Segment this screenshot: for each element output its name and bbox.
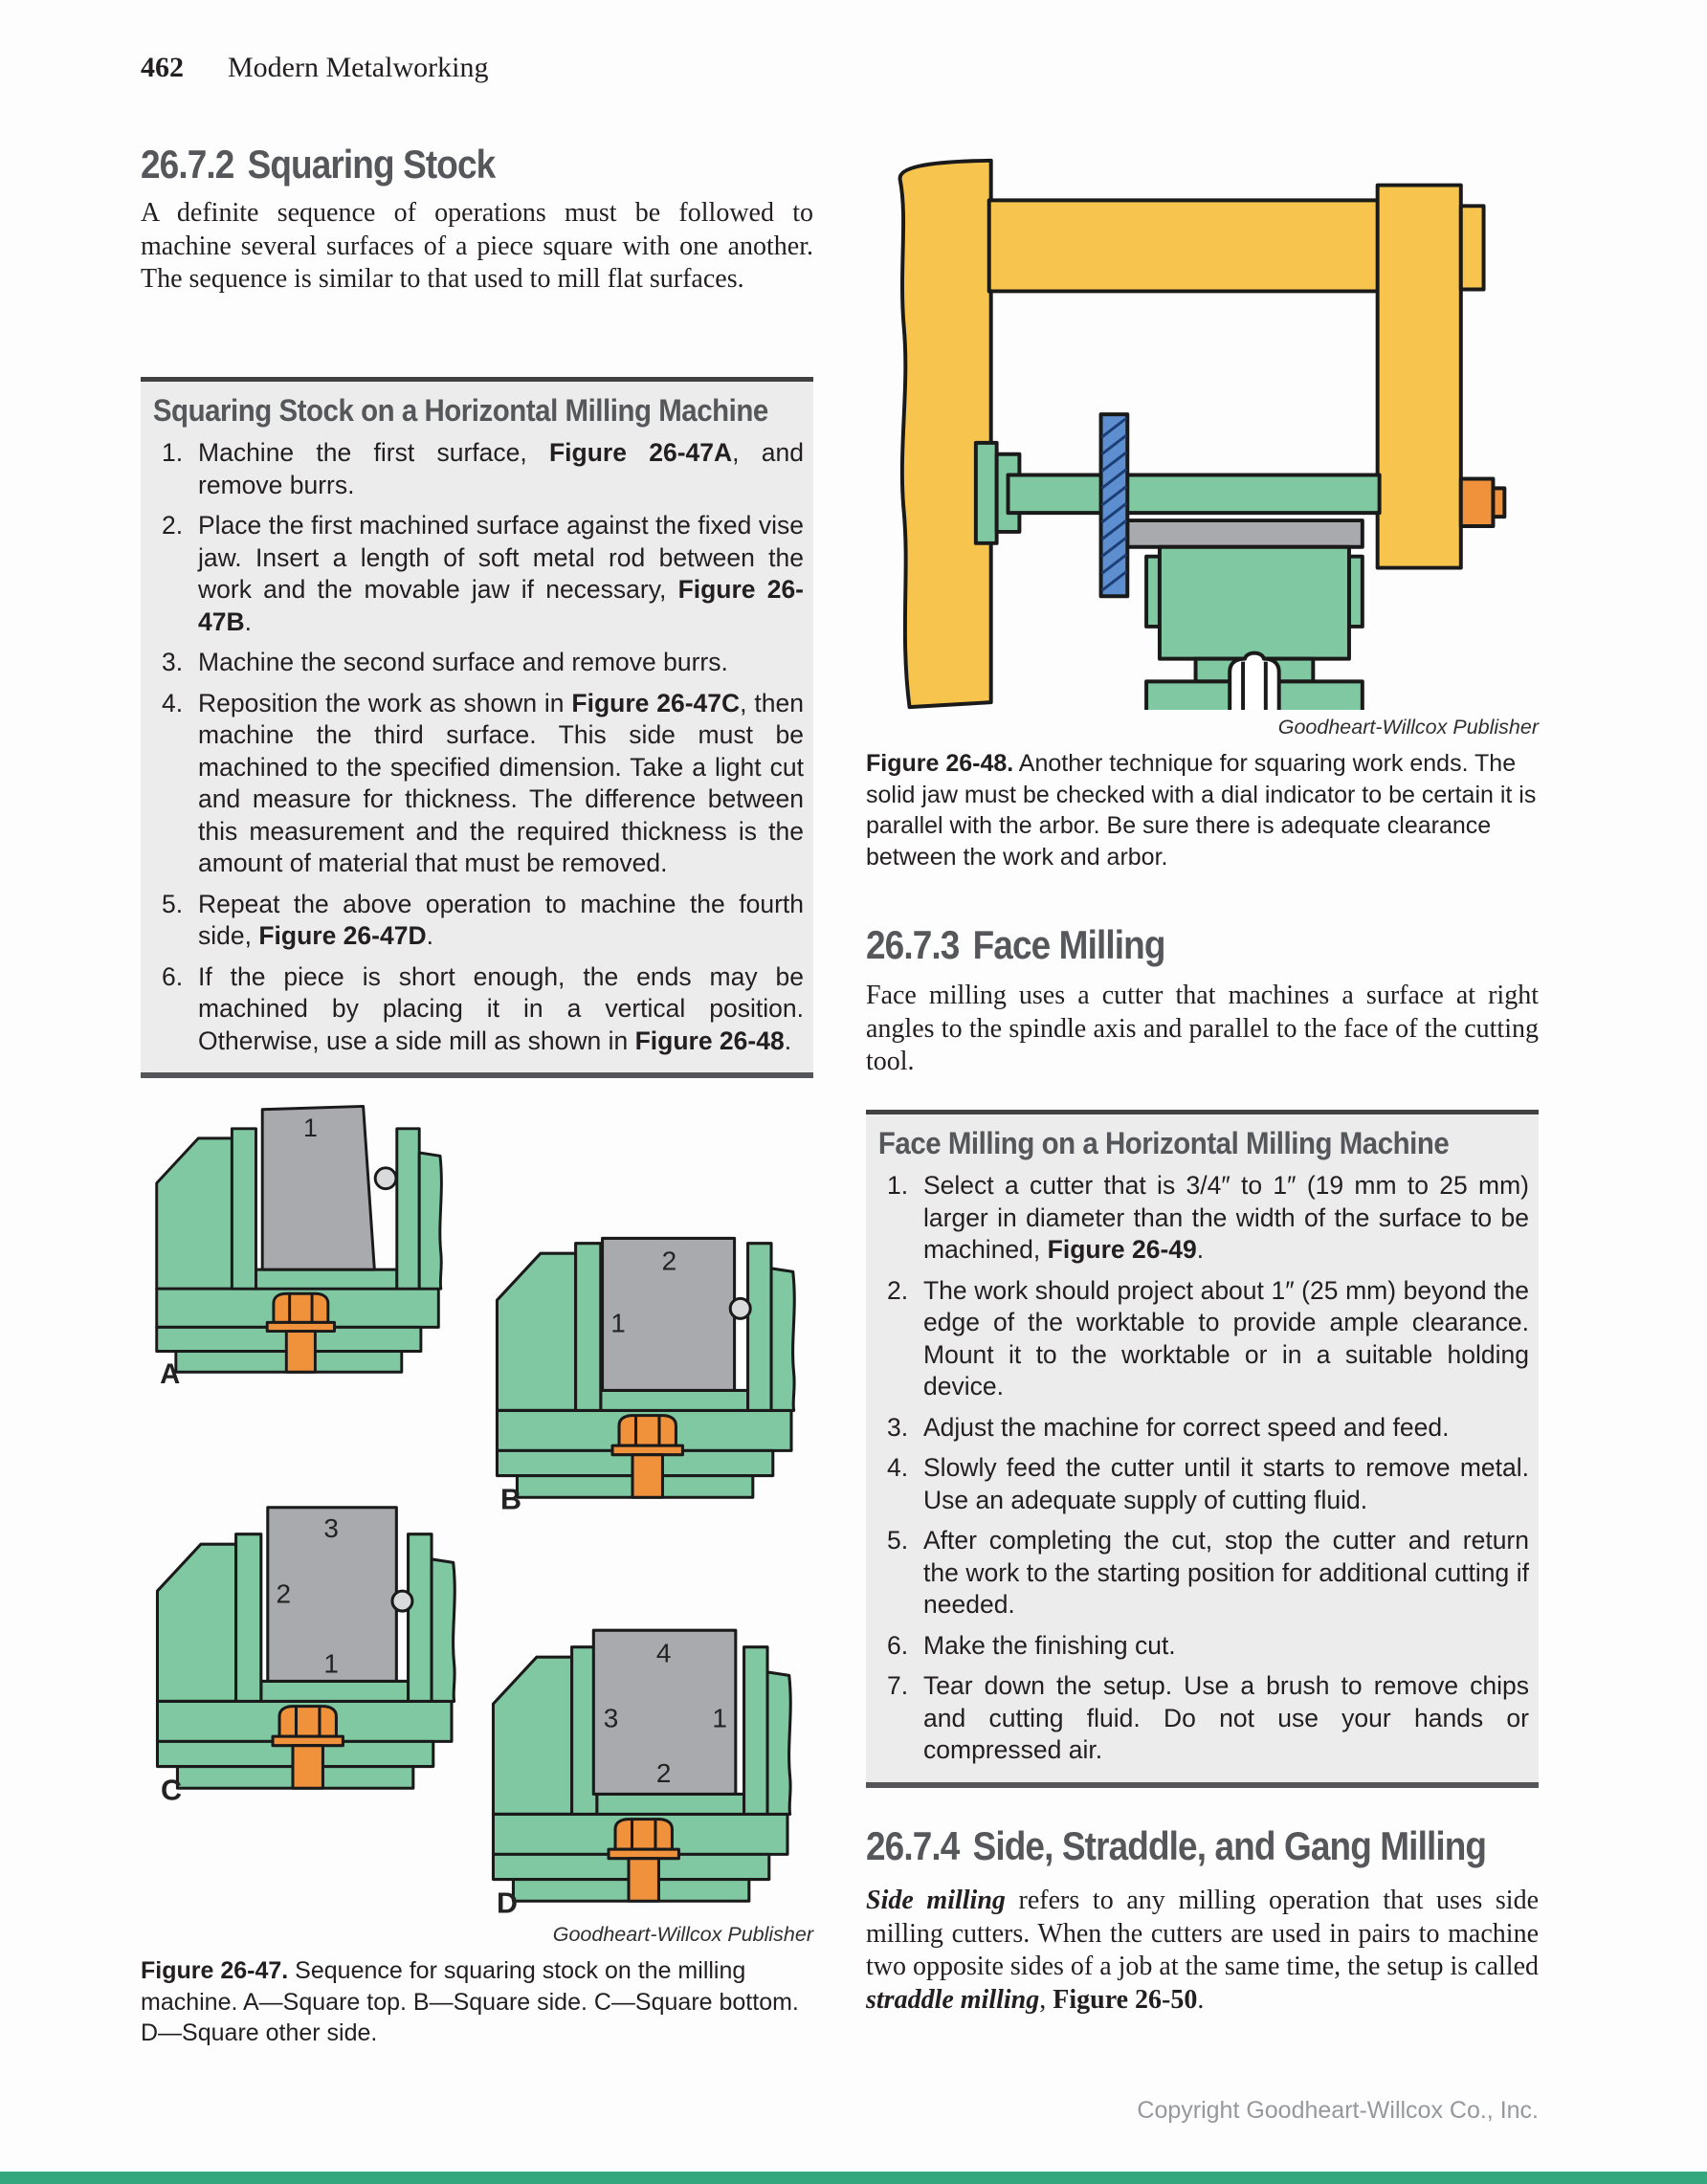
heading-side-straddle-gang-milling: 26.7.4 Side, Straddle, and Gang Milling (866, 1823, 1487, 1869)
procedure-box-face-milling: Face Milling on a Horizontal Milling Mac… (866, 1110, 1539, 1788)
heading-face-milling: 26.7.3 Face Milling (866, 922, 1165, 968)
diagram-letter-d: D (497, 1887, 518, 1916)
book-title: Modern Metalworking (228, 52, 489, 83)
figure-26-48-illustration (866, 142, 1539, 804)
list-item: 2. Place the first machined surface agai… (141, 510, 804, 638)
procedure-list: 1. Select a cutter that is 3/4″ to 1″ (1… (866, 1170, 1529, 1767)
procedure-box-squaring: Squaring Stock on a Horizontal Milling M… (141, 377, 813, 1078)
list-item: 5. Repeat the above operation to machine… (141, 889, 804, 953)
list-item-text: After completing the cut, stop the cutte… (923, 1526, 1529, 1619)
diagram-letter-c: C (161, 1775, 182, 1803)
figure-26-48-credit: Goodheart-Willcox Publisher (1277, 716, 1539, 739)
list-item-number: 5. (887, 1526, 909, 1555)
list-item: 5. After completing the cut, stop the cu… (866, 1525, 1529, 1621)
list-item: 1. Machine the first surface, Figure 26-… (141, 437, 804, 501)
list-item-number: 6. (887, 1630, 909, 1660)
surface-number: 3 (604, 1704, 619, 1733)
list-item-text: Select a cutter that is 3/4″ to 1″ (19 m… (923, 1171, 1529, 1264)
vise-diagram-b-graphic: 2 1 B (495, 1236, 796, 1516)
list-item-number: 5. (162, 889, 184, 918)
figure-26-47-caption: Figure 26-47. Sequence for squaring stoc… (141, 1957, 799, 2046)
section-title: Face Milling (972, 922, 1166, 967)
surface-number: 2 (656, 1758, 672, 1788)
paragraph-face-milling: Face milling uses a cutter that machines… (866, 981, 1539, 1076)
figure-26-47-credit: Goodheart-Willcox Publisher (552, 1923, 813, 1946)
list-item-text: Place the first machined surface against… (198, 511, 805, 636)
figure-26-48-caption: Figure 26-48. Another technique for squa… (866, 750, 1537, 871)
figure-26-47-diagram-b: 2 1 B (480, 1202, 798, 1517)
list-item: 6. Make the finishing cut. (866, 1630, 1529, 1663)
list-item: 2. The work should project about 1″ (25 … (866, 1275, 1529, 1403)
surface-number: 1 (323, 1649, 339, 1679)
list-item-number: 4. (887, 1453, 909, 1482)
surface-number: 1 (303, 1114, 318, 1142)
list-item-text: Slowly feed the cutter until it starts t… (923, 1453, 1529, 1514)
copyright-notice: Copyright Goodheart-Willcox Co., Inc. (1137, 2097, 1539, 2124)
list-item-text: If the piece is short enough, the ends m… (198, 961, 804, 1055)
vise-diagram-d-graphic: 4 3 1 2 D (491, 1628, 792, 1920)
diagram-letter-b: B (500, 1484, 521, 1512)
heading-squaring-stock: 26.7.2 Squaring Stock (141, 142, 497, 188)
list-item-number: 2. (162, 511, 184, 540)
paragraph-squaring-intro: A definite sequence of operations must b… (141, 198, 813, 294)
list-item-number: 7. (887, 1671, 909, 1700)
horizontal-mill-graphic (898, 158, 1532, 804)
list-item-number: 3. (887, 1412, 909, 1442)
list-item-number: 3. (162, 648, 184, 676)
list-item: 1. Select a cutter that is 3/4″ to 1″ (1… (866, 1170, 1529, 1267)
figure-26-47-diagram-d: 4 3 1 2 D (477, 1605, 794, 1921)
list-item-text: Make the finishing cut. (923, 1630, 1176, 1660)
list-item: 3. Machine the second surface and remove… (141, 647, 804, 679)
procedure-box-title: Squaring Stock on a Horizontal Milling M… (152, 393, 768, 428)
diagram-letter-a: A (160, 1358, 180, 1386)
figure-26-47-diagram-a: 1 A (141, 1089, 445, 1391)
surface-number: 1 (712, 1704, 727, 1733)
page-bottom-bar (0, 2172, 1707, 2184)
surface-number: 1 (610, 1308, 626, 1337)
list-item-text: Tear down the setup. Use a brush to remo… (923, 1671, 1529, 1764)
list-item-text: Adjust the machine for correct speed and… (923, 1412, 1450, 1442)
vise-diagram-c-graphic: 3 2 1 C (155, 1506, 456, 1807)
procedure-list: 1. Machine the first surface, Figure 26-… (141, 437, 804, 1057)
list-item: 4. Reposition the work as shown in Figur… (141, 688, 804, 880)
surface-number: 2 (277, 1578, 292, 1608)
section-title: Squaring Stock (247, 142, 497, 187)
list-item-text: Machine the first surface, Figure 26-47A… (198, 438, 804, 499)
list-item-text: Machine the second surface and remove bu… (198, 648, 728, 676)
list-item: 3. Adjust the machine for correct speed … (866, 1412, 1529, 1445)
page-number: 462 (141, 52, 184, 83)
surface-number: 3 (323, 1513, 339, 1543)
surface-number: 2 (662, 1246, 677, 1276)
list-item-number: 1. (162, 438, 184, 467)
list-item: 6. If the piece is short enough, the end… (141, 961, 804, 1058)
vise-diagram-a-graphic: 1 A (155, 1104, 443, 1390)
page-header: 462 Modern Metalworking (141, 52, 488, 84)
figure-26-47-diagram-c: 3 2 1 C (141, 1492, 458, 1808)
section-number: 26.7.3 (866, 922, 960, 967)
list-item-number: 2. (887, 1275, 909, 1305)
section-number: 26.7.2 (141, 142, 234, 187)
list-item-number: 6. (162, 961, 184, 991)
list-item: 4. Slowly feed the cutter until it start… (866, 1452, 1529, 1516)
list-item-text: The work should project about 1″ (25 mm)… (923, 1275, 1529, 1401)
paragraph-side-milling: Side milling refers to any milling opera… (866, 1886, 1539, 2015)
section-title: Side, Straddle, and Gang Milling (972, 1823, 1487, 1868)
procedure-box-title: Face Milling on a Horizontal Milling Mac… (877, 1126, 1450, 1160)
list-item-text: Reposition the work as shown in Figure 2… (198, 688, 804, 878)
list-item-number: 4. (162, 688, 184, 717)
list-item-number: 1. (887, 1171, 909, 1200)
list-item: 7. Tear down the setup. Use a brush to r… (866, 1670, 1529, 1767)
surface-number: 4 (656, 1638, 672, 1667)
list-item-text: Repeat the above operation to machine th… (198, 889, 804, 951)
section-number: 26.7.4 (866, 1823, 960, 1868)
